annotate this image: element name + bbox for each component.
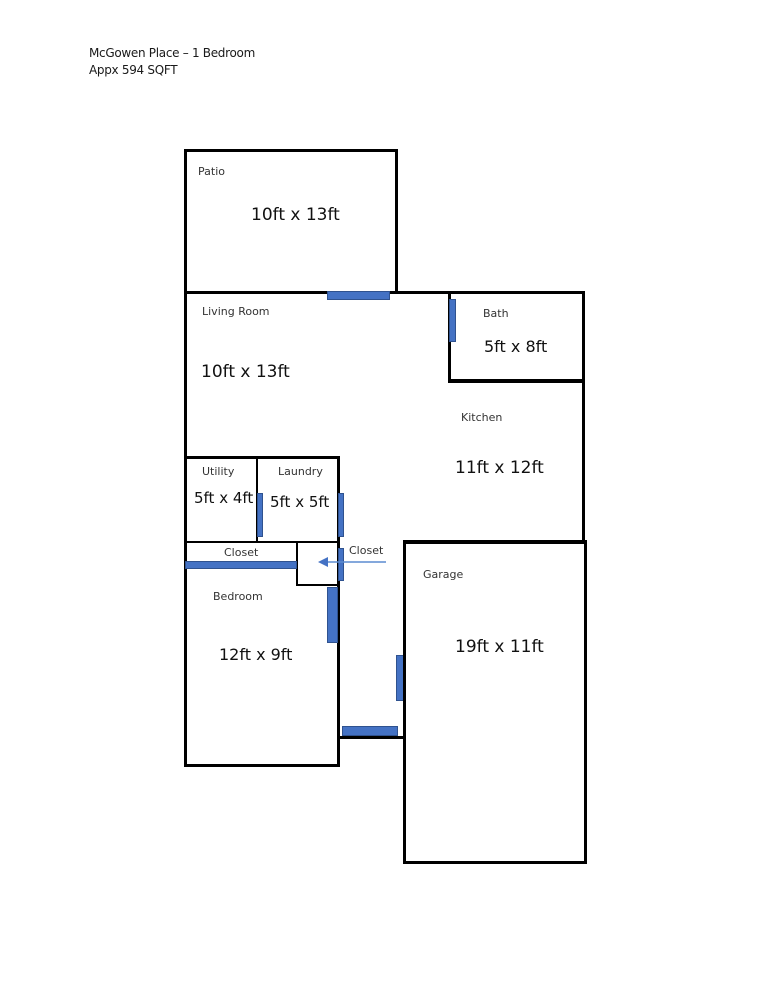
wall xyxy=(448,291,585,294)
wall xyxy=(584,540,587,864)
wall xyxy=(184,456,187,766)
wall xyxy=(582,380,585,543)
wall xyxy=(403,540,406,864)
room-label-patio: Patio xyxy=(198,165,225,178)
room-label-bedroom-closet: Closet xyxy=(224,546,259,559)
room-dimensions-bedroom: 12ft x 9ft xyxy=(219,645,293,664)
door-bedroom-closet xyxy=(185,561,297,569)
wall xyxy=(296,584,340,586)
wall xyxy=(184,291,187,458)
door-laundry xyxy=(338,493,344,537)
room-label-kitchen: Kitchen xyxy=(461,411,503,424)
plan-title: McGowen Place – 1 Bedroom xyxy=(89,46,255,60)
wall xyxy=(337,584,340,767)
room-dimensions-bath: 5ft x 8ft xyxy=(484,337,548,356)
room-dimensions-kitchen: 11ft x 12ft xyxy=(455,458,544,478)
wall xyxy=(448,379,585,383)
room-dimensions-patio: 10ft x 13ft xyxy=(251,205,340,225)
wall xyxy=(296,541,298,586)
room-label-bedroom: Bedroom xyxy=(213,590,263,603)
door-entry xyxy=(342,726,398,736)
door-hall-closet xyxy=(338,548,344,581)
room-dimensions-laundry: 5ft x 5ft xyxy=(270,493,330,511)
plan-header: McGowen Place – 1 Bedroom Appx 594 SQFT xyxy=(89,45,255,79)
wall xyxy=(184,291,450,294)
room-label-utility: Utility xyxy=(202,465,235,478)
room-dimensions-utility: 5ft x 4ft xyxy=(194,489,254,507)
door-patio xyxy=(327,291,390,300)
wall xyxy=(184,541,340,543)
wall xyxy=(582,291,585,383)
wall xyxy=(184,764,339,767)
room-label-hall-closet: Closet xyxy=(349,544,384,557)
wall xyxy=(403,540,587,544)
room-label-living-room: Living Room xyxy=(202,305,270,318)
plan-area: Appx 594 SQFT xyxy=(89,63,178,77)
room-label-bath: Bath xyxy=(483,307,509,320)
door-bath xyxy=(449,299,456,342)
wall xyxy=(184,456,340,459)
room-label-garage: Garage xyxy=(423,568,464,581)
wall xyxy=(338,736,404,739)
room-dimensions-garage: 19ft x 11ft xyxy=(455,637,544,657)
wall xyxy=(184,149,398,152)
room-label-laundry: Laundry xyxy=(278,465,323,478)
wall xyxy=(395,149,398,293)
room-dimensions-living-room: 10ft x 13ft xyxy=(201,362,290,382)
wall xyxy=(184,149,187,294)
door-bedroom xyxy=(327,587,338,643)
wall xyxy=(403,861,587,864)
door-utility xyxy=(257,493,263,537)
